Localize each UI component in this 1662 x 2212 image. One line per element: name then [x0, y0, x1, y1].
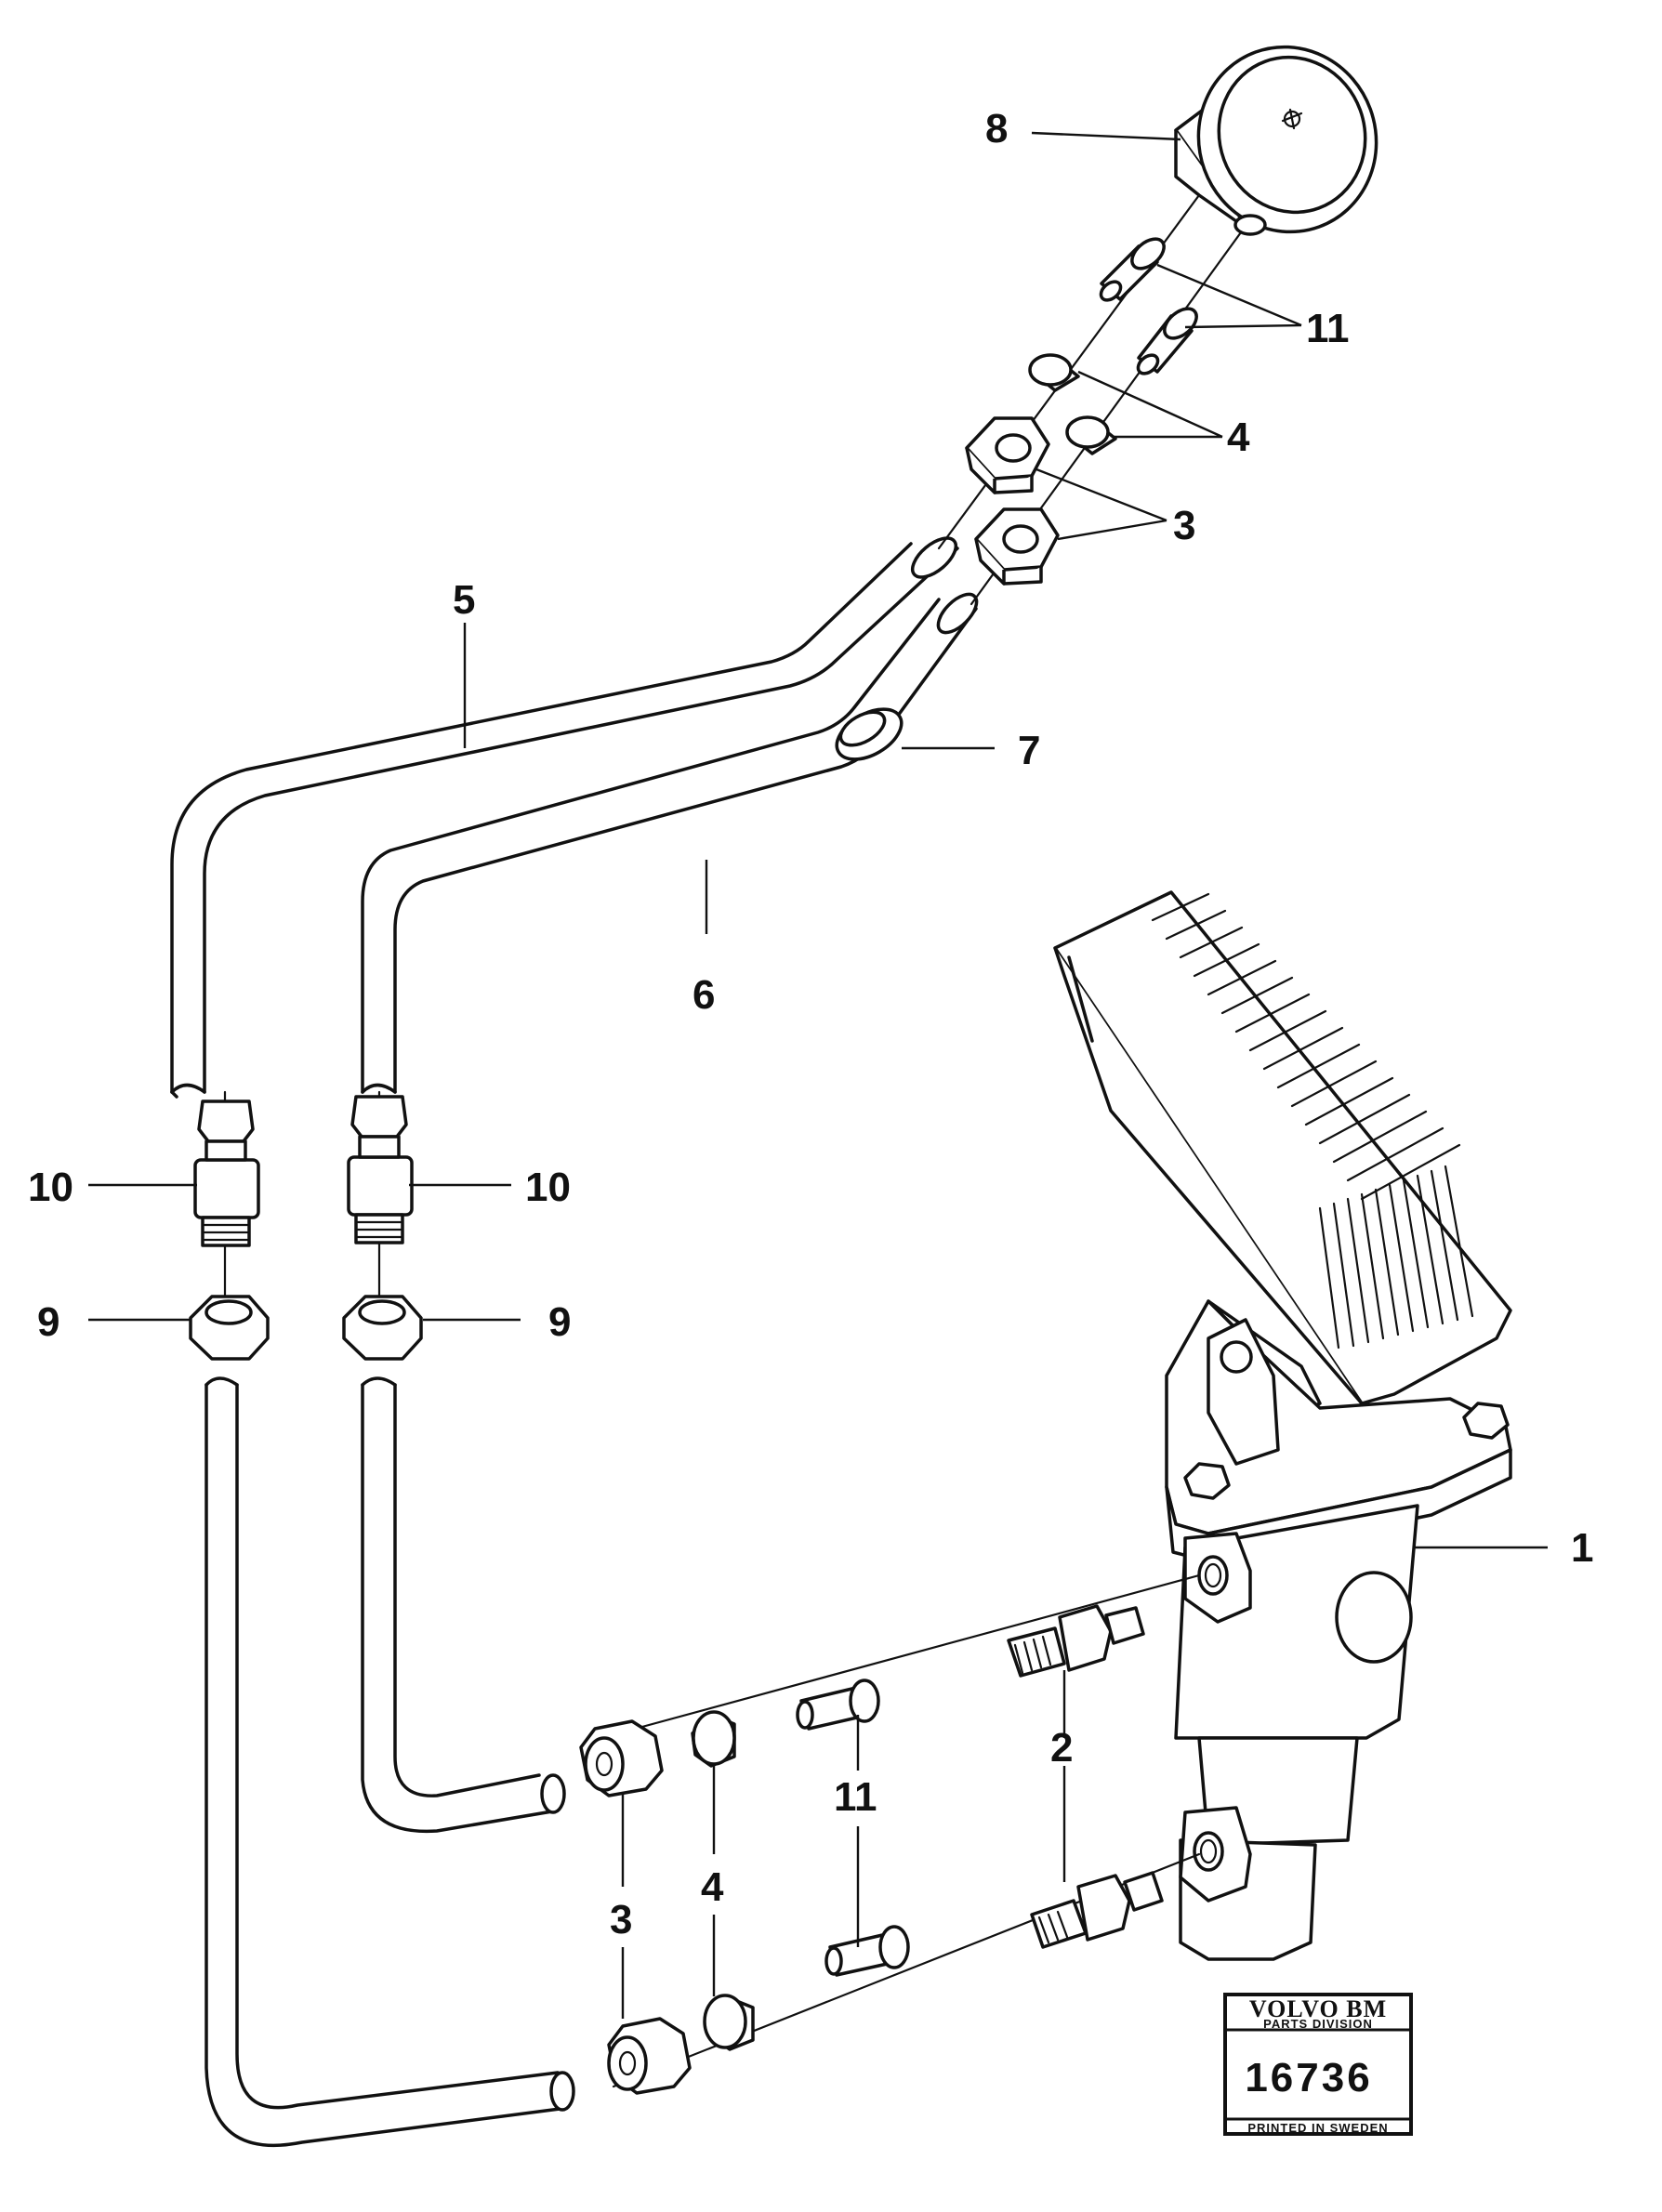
- callout-11-lower: 11: [834, 1774, 877, 1820]
- nut-9-right: [342, 1295, 423, 1361]
- pipe-5: [170, 536, 959, 1099]
- ring-4-lower-a: [691, 1710, 736, 1768]
- pipe-lower-right: [361, 1376, 566, 1834]
- brake-pedal-valve-1: [1053, 890, 1512, 1961]
- nut-3-lower-a: [579, 1719, 664, 1797]
- badge-brand: VOLVO BM: [1249, 1995, 1387, 2022]
- flange-bolt-b: [1462, 1402, 1510, 1440]
- ring-4-lower-b: [703, 1994, 755, 2051]
- grommet-7: [835, 707, 904, 761]
- callout-7: 7: [1018, 728, 1040, 773]
- insert-sleeve-11-upper-a: [1099, 237, 1166, 302]
- adapter-2-lower: [1030, 1871, 1164, 1949]
- assembly-axis-lower: [612, 1573, 1201, 2088]
- callout-4-upper: 4: [1227, 415, 1250, 460]
- pressure-gauge-8: [1174, 45, 1378, 236]
- callout-9-right: 9: [548, 1299, 571, 1345]
- nut-3-upper-b: [974, 507, 1060, 586]
- callout-4-lower: 4: [701, 1864, 724, 1910]
- callout-10-left: 10: [28, 1165, 73, 1210]
- nut-3-lower-b: [607, 2017, 692, 2095]
- callout-labels: 8 11 4 3 5 7 6 10 10 9 9 1 2 11 4 3: [28, 106, 1593, 1942]
- callout-2: 2: [1050, 1725, 1073, 1771]
- ring-4-upper-b: [1065, 415, 1117, 455]
- adapter-2-upper: [1007, 1604, 1145, 1678]
- volvo-bm-badge: VOLVO BM PARTS DIVISION 16736 PRINTED IN…: [1223, 1993, 1413, 2136]
- badge-division: PARTS DIVISION: [1263, 2017, 1373, 2031]
- ring-4-upper-a: [1028, 353, 1080, 392]
- callout-6: 6: [692, 972, 715, 1018]
- nut-3-upper-a: [965, 416, 1050, 494]
- insert-sleeve-11-lower-a: [796, 1679, 880, 1731]
- callout-8: 8: [985, 106, 1008, 151]
- callout-3-upper: 3: [1173, 503, 1195, 548]
- flange-bolt-a: [1183, 1462, 1231, 1500]
- callout-1: 1: [1571, 1525, 1593, 1571]
- badge-number: 16736: [1245, 2055, 1372, 2100]
- union-10-right: [347, 1090, 414, 1340]
- pipe-6: [361, 592, 979, 1094]
- callout-10-right: 10: [525, 1165, 571, 1210]
- insert-sleeve-11-upper-b: [1136, 307, 1198, 375]
- nut-9-left: [189, 1295, 270, 1361]
- union-10-left: [193, 1090, 260, 1340]
- insert-sleeve-11-lower-b: [824, 1925, 910, 1977]
- badge-printed: PRINTED IN SWEDEN: [1247, 2121, 1388, 2135]
- callout-3-lower: 3: [610, 1897, 632, 1942]
- callout-9-left: 9: [37, 1299, 59, 1345]
- callout-11-upper: 11: [1306, 306, 1350, 351]
- callout-5: 5: [453, 577, 475, 623]
- leader-lines: [88, 131, 1548, 1549]
- pipe-lower-left: [204, 1376, 575, 2148]
